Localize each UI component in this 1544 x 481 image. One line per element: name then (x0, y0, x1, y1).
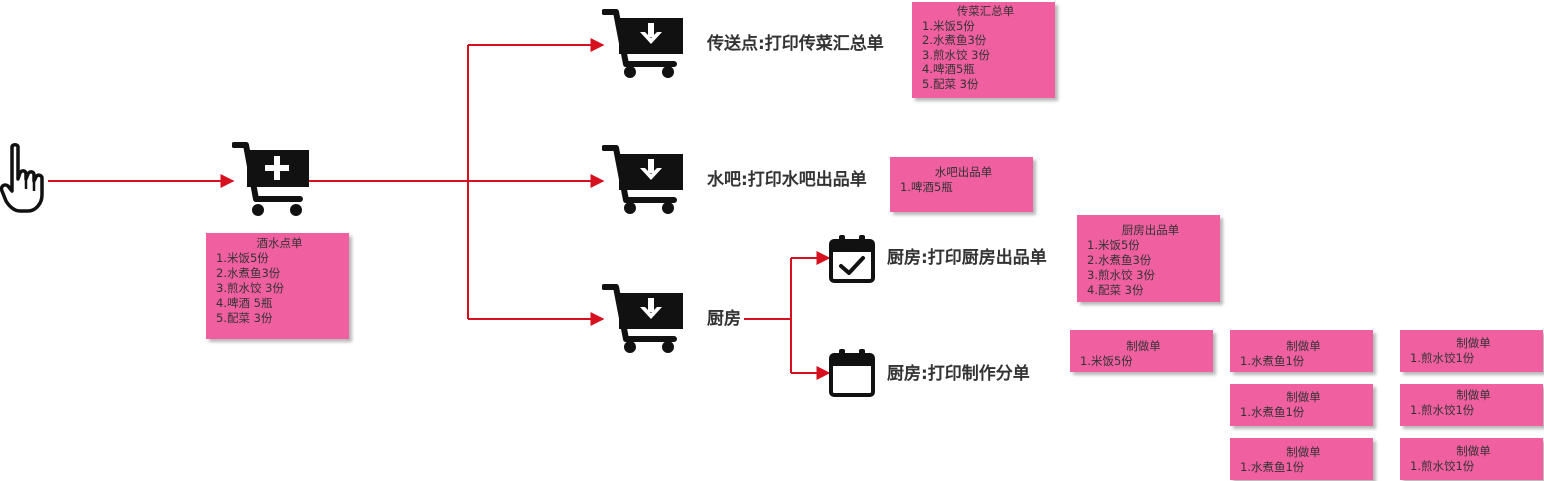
pointing-hand-icon (0, 143, 44, 213)
note-line: 1.煎水饺1份 (1410, 403, 1475, 417)
kitchen-out-label: 厨房:打印厨房出品单 (887, 248, 1047, 268)
make-note: 制做单 1.煎水饺1份 (1400, 330, 1543, 372)
note-line: 1.啤酒5瓶 (900, 180, 953, 194)
note-line: 1.水煮鱼1份 (1240, 460, 1305, 474)
note-title: 制做单 (1286, 390, 1321, 404)
note-line: 3.煎水饺 3份 (216, 281, 284, 295)
cart-download-icon (602, 284, 683, 353)
note-line: 1.米饭5份 (1087, 238, 1140, 252)
note-line: 2.水煮鱼3份 (1087, 253, 1152, 267)
note-line: 2.水煮鱼3份 (216, 266, 281, 280)
note-title: 制做单 (1286, 445, 1321, 459)
note-line: 1.煎水饺1份 (1410, 459, 1475, 473)
dispatch-label: 传送点:打印传菜汇总单 (707, 34, 884, 54)
make-note: 制做单 1.煎水饺1份 (1400, 384, 1543, 426)
order-note: 酒水点单 1.米饭5份 2.水煮鱼3份 3.煎水饺 3份 4.啤酒 5瓶 5.配… (206, 233, 349, 339)
note-line: 1.米饭5份 (1080, 354, 1133, 368)
cart-download-icon (602, 9, 683, 78)
note-line: 4.配菜 3份 (1087, 283, 1144, 297)
calendar-check-icon (829, 235, 875, 283)
note-line: 1.煎水饺1份 (1410, 351, 1475, 365)
kitchen-make-label: 厨房:打印制作分单 (887, 364, 1030, 384)
make-note: 制做单 1.米饭5份 (1070, 330, 1213, 372)
note-title: 制做单 (1286, 339, 1321, 353)
note-line: 2.水煮鱼3份 (922, 33, 987, 47)
note-title: 酒水点单 (256, 236, 303, 250)
note-title: 制做单 (1456, 388, 1491, 402)
cart-download-icon (602, 145, 683, 214)
note-line: 1.米饭5份 (922, 18, 975, 33)
note-line: 3.煎水饺 3份 (922, 47, 990, 62)
kitchen-out-note: 厨房出品单 1.米饭5份 2.水煮鱼3份 3.煎水饺 3份 4.配菜 3份 (1077, 215, 1220, 302)
make-note: 制做单 1.煎水饺1份 (1400, 438, 1543, 480)
dispatch-note: 传菜汇总单 1.米饭5份 2.水煮鱼3份 3.煎水饺 3份 4.啤酒5瓶 5.配… (912, 2, 1055, 98)
bar-note: 水吧出品单 1.啤酒5瓶 (890, 157, 1033, 212)
note-line: 3.煎水饺 3份 (1087, 268, 1155, 282)
make-note: 制做单 1.水煮鱼1份 (1230, 330, 1373, 372)
calendar-icon (829, 349, 875, 397)
cart-add-icon (232, 142, 309, 216)
note-line: 1.水煮鱼1份 (1240, 354, 1305, 368)
make-note: 制做单 1.水煮鱼1份 (1230, 384, 1373, 426)
note-line: 4.啤酒 5瓶 (216, 296, 273, 310)
note-line: 1.水煮鱼1份 (1240, 405, 1305, 419)
note-title: 传菜汇总单 (956, 4, 1015, 18)
note-title: 厨房出品单 (1121, 223, 1180, 237)
note-title: 制做单 (1456, 336, 1491, 350)
note-title: 水吧出品单 (934, 165, 993, 179)
note-title: 制做单 (1126, 339, 1161, 353)
bar-label: 水吧:打印水吧出品单 (707, 170, 867, 190)
note-line: 5.配菜 3份 (922, 76, 979, 91)
make-note: 制做单 1.水煮鱼1份 (1230, 438, 1373, 480)
note-line: 1.米饭5份 (216, 251, 269, 265)
note-line: 4.啤酒5瓶 (922, 62, 975, 76)
note-title: 制做单 (1456, 444, 1491, 458)
note-line: 5.配菜 3份 (216, 311, 273, 325)
kitchen-label: 厨房 (707, 309, 741, 329)
